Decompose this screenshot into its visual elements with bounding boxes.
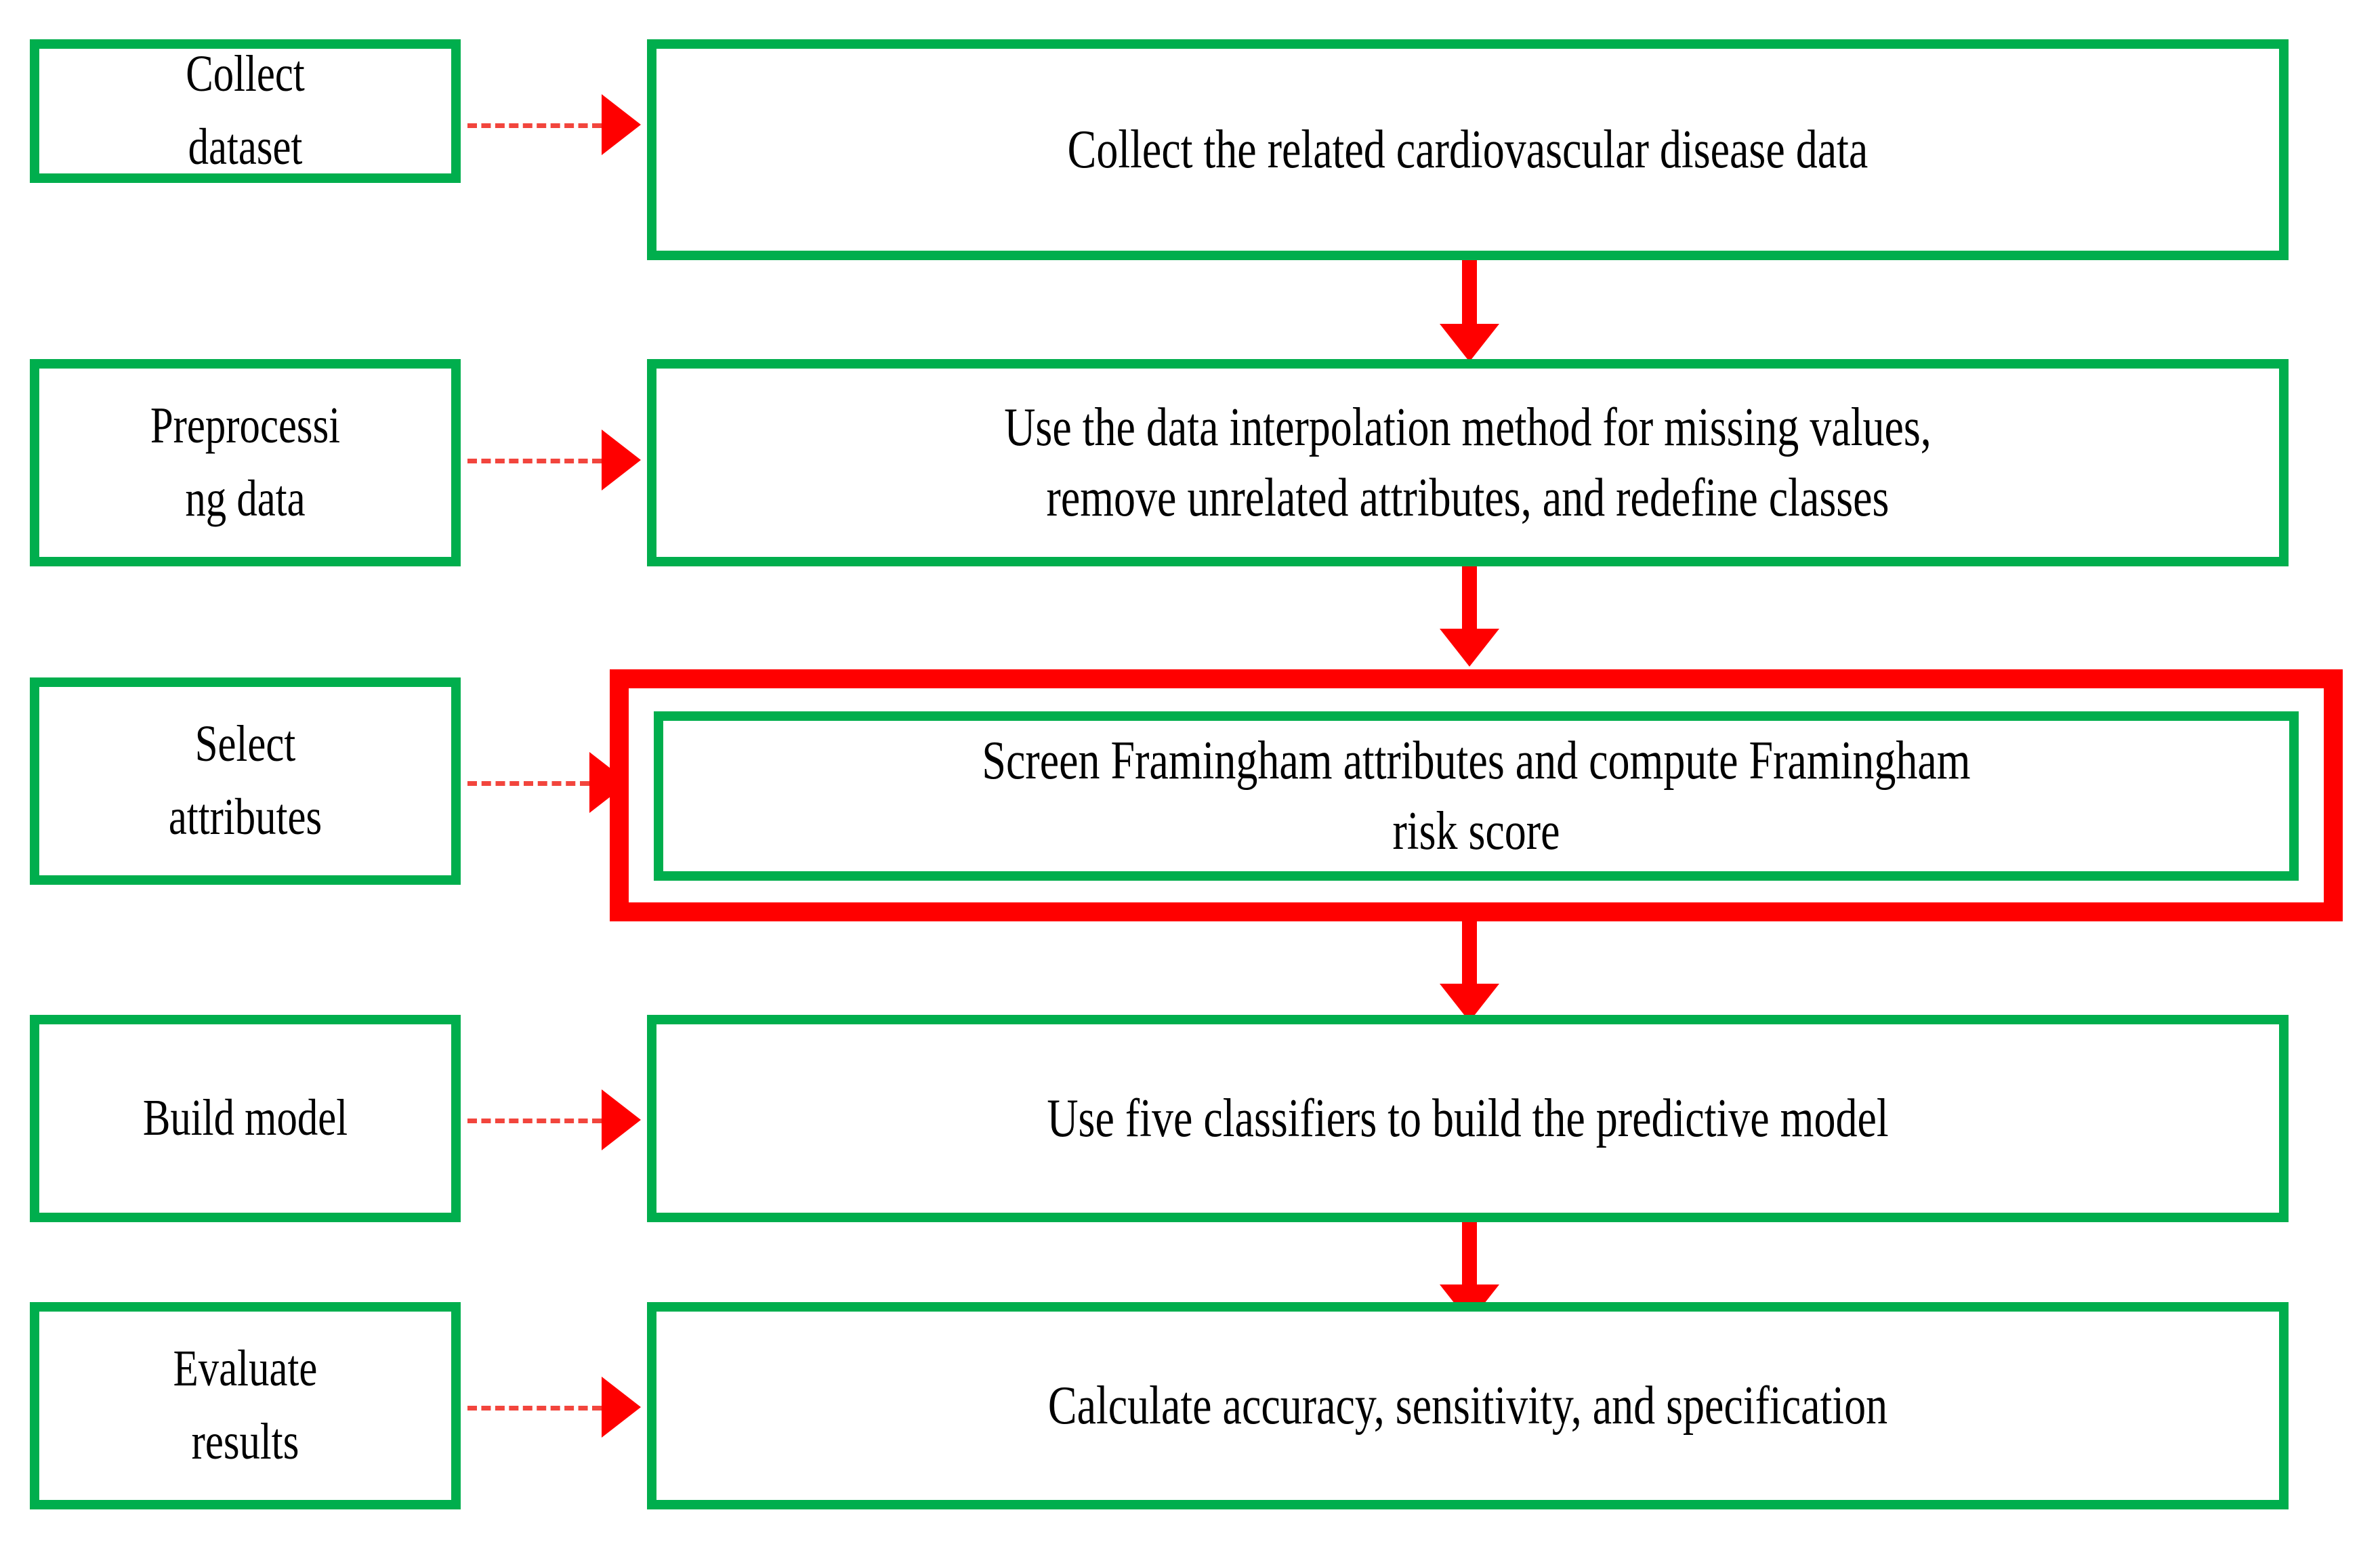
dashed-connector-5 xyxy=(467,1406,602,1411)
stage-label-box-build-model[interactable]: Build model xyxy=(30,1015,461,1222)
stage-description-text: Calculate accuracy, sensitivity, and spe… xyxy=(1047,1376,1888,1436)
stage-description-text: Screen Framingham attributes and compute… xyxy=(982,731,1971,861)
stage-description-box-select-attributes[interactable]: Screen Framingham attributes and compute… xyxy=(654,711,2299,881)
stage-label-text: Collect dataset xyxy=(186,45,305,175)
stage-label-box-collect-dataset[interactable]: Collect dataset xyxy=(30,39,461,183)
dashed-arrowhead-4 xyxy=(602,1089,641,1150)
dashed-arrowhead-2 xyxy=(602,430,641,490)
flow-arrow-line-4 xyxy=(1462,1222,1477,1293)
stage-description-box-collect-dataset[interactable]: Collect the related cardiovascular disea… xyxy=(647,39,2289,260)
stage-label-text: Build model xyxy=(142,1089,348,1147)
dashed-connector-3 xyxy=(467,781,589,786)
dashed-connector-4 xyxy=(467,1119,602,1123)
flow-arrow-head-1 xyxy=(1440,324,1499,362)
dashed-arrowhead-1 xyxy=(602,94,641,155)
flow-arrow-line-3 xyxy=(1462,921,1477,992)
stage-label-box-select-attributes[interactable]: Select attributes xyxy=(30,677,461,885)
stage-description-box-preprocessing-data[interactable]: Use the data interpolation method for mi… xyxy=(647,359,2289,566)
stage-label-box-preprocessing-data[interactable]: Preprocessi ng data xyxy=(30,359,461,566)
stage-label-text: Preprocessi ng data xyxy=(150,397,341,527)
flow-arrow-head-2 xyxy=(1440,629,1499,667)
dashed-connector-1 xyxy=(467,123,602,128)
stage-description-text: Collect the related cardiovascular disea… xyxy=(1067,120,1868,180)
flow-arrow-line-1 xyxy=(1462,260,1477,332)
stage-label-text: Evaluate results xyxy=(173,1340,318,1470)
highlight-frame-select-attributes xyxy=(610,669,2343,921)
stage-description-box-build-model[interactable]: Use five classifiers to build the predic… xyxy=(647,1015,2289,1222)
stage-description-box-evaluate-results[interactable]: Calculate accuracy, sensitivity, and spe… xyxy=(647,1302,2289,1509)
dashed-connector-2 xyxy=(467,459,602,463)
stage-label-text: Select attributes xyxy=(168,715,322,845)
flow-arrow-line-2 xyxy=(1462,566,1477,637)
stage-description-text: Use five classifiers to build the predic… xyxy=(1047,1089,1889,1148)
dashed-arrowhead-5 xyxy=(602,1377,641,1438)
stage-description-text: Use the data interpolation method for mi… xyxy=(1004,398,1932,528)
stage-label-box-evaluate-results[interactable]: Evaluate results xyxy=(30,1302,461,1509)
